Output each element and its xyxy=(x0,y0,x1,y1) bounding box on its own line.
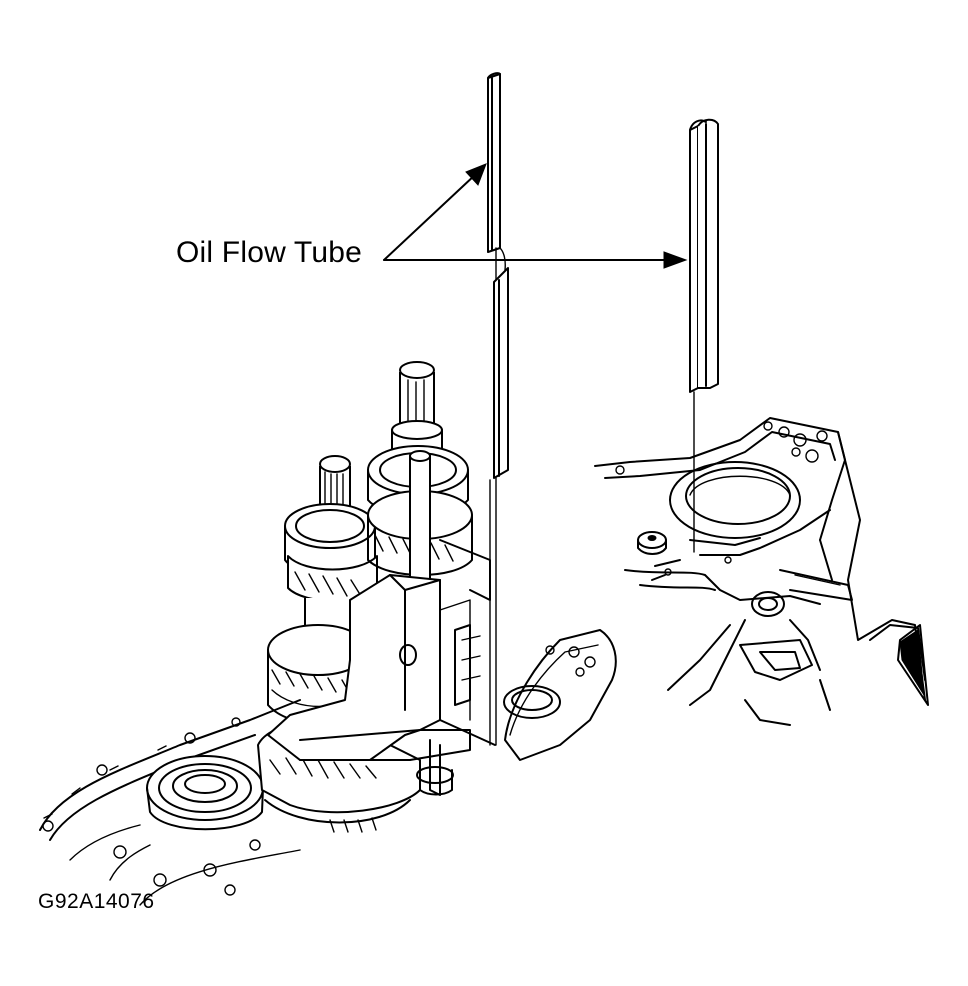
right-case-half xyxy=(594,417,929,726)
left-case-flange xyxy=(39,699,301,906)
callout-label: Oil Flow Tube xyxy=(176,236,362,269)
main-shaft-stack xyxy=(367,361,491,601)
bearing xyxy=(146,755,264,831)
oil-flow-tube-right xyxy=(689,118,719,553)
rear-case-flange xyxy=(503,629,617,761)
figure-id: G92A14076 xyxy=(38,890,155,913)
callout-leader-lines xyxy=(383,163,688,269)
oil-flow-tube-left xyxy=(487,72,509,746)
shift-fork-bracket xyxy=(267,574,496,796)
